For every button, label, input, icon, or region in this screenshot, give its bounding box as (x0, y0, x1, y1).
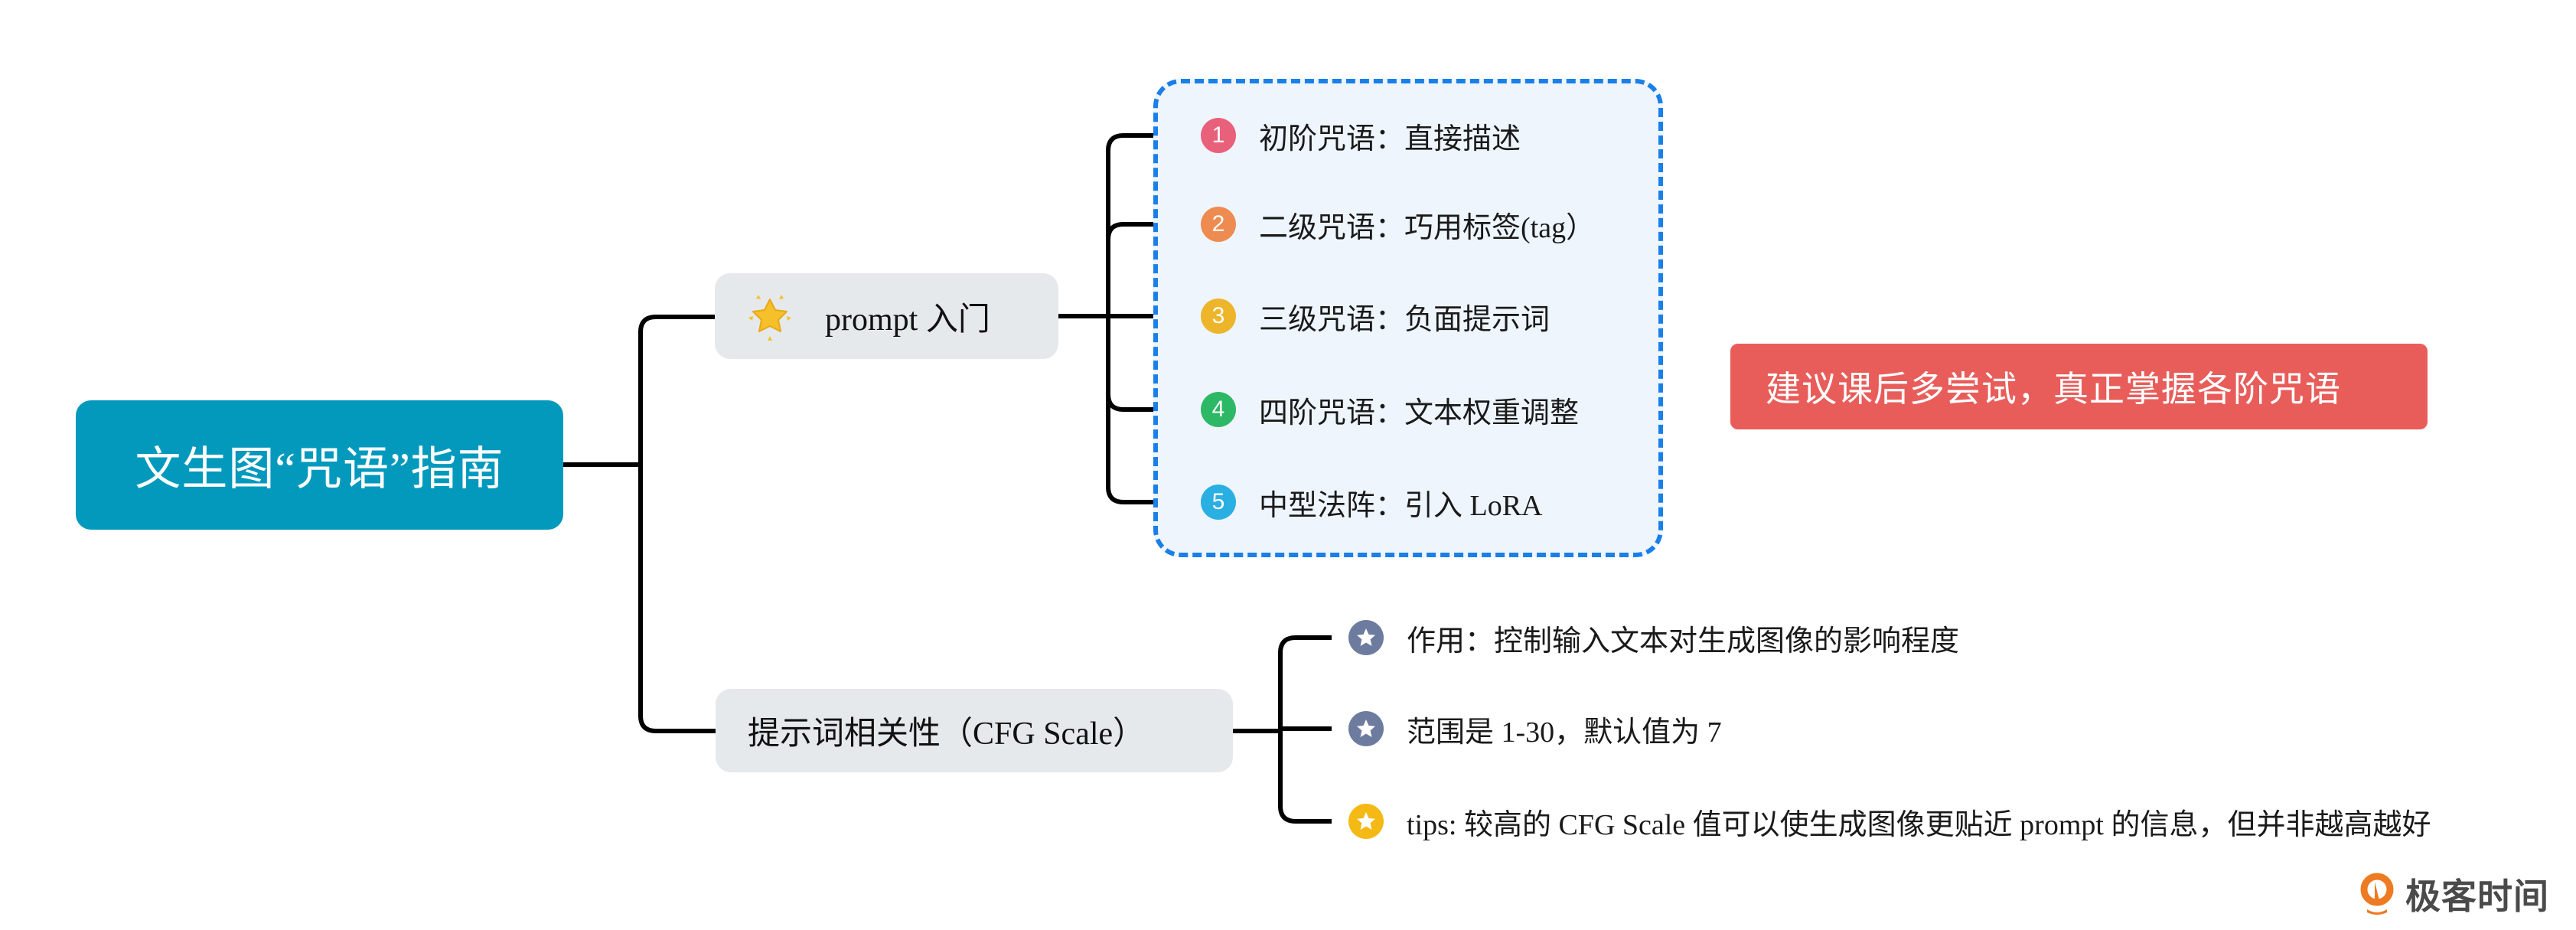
number-3-icon: 3 (1201, 299, 1236, 334)
list-item[interactable]: 范围是 1-30，默认值为 7 (1348, 706, 1722, 752)
branch-cfg-node[interactable]: 提示词相关性（CFG Scale） (716, 689, 1233, 772)
sparkling-star-icon (748, 295, 791, 341)
branch-prompt-label: prompt 入门 (825, 302, 990, 338)
branch-cfg-label: 提示词相关性（CFG Scale） (748, 716, 1146, 752)
list-item[interactable]: 5 中型法阵：引入 LoRA (1201, 479, 1543, 525)
list-item[interactable]: 2 二级咒语：巧用标签(tag） (1201, 201, 1595, 247)
list-item[interactable]: tips: 较高的 CFG Scale 值可以使生成图像更贴近 prompt 的… (1348, 798, 2431, 844)
star-badge-icon (1348, 711, 1384, 746)
item-label: 二级咒语：巧用标签(tag） (1259, 211, 1596, 244)
brand-logo: 极客时间 (2359, 869, 2549, 919)
connector-prompt-spine (1106, 133, 1124, 504)
connector-item-2 (1106, 222, 1124, 240)
item-label: 中型法阵：引入 LoRA (1259, 489, 1543, 522)
number-5-icon: 5 (1201, 485, 1236, 520)
item-label: tips: 较高的 CFG Scale 值可以使生成图像更贴近 prompt 的… (1407, 808, 2431, 841)
number-1-icon: 1 (1201, 118, 1236, 153)
star-badge-icon (1348, 620, 1384, 655)
geektime-logo-icon (2360, 873, 2394, 915)
list-item[interactable]: 4 四阶咒语：文本权重调整 (1201, 387, 1579, 432)
list-item[interactable]: 作用：控制输入文本对生成图像的影响程度 (1348, 615, 1959, 661)
root-node[interactable]: 文生图“咒语”指南 (76, 400, 563, 530)
item-label: 范围是 1-30，默认值为 7 (1407, 716, 1722, 749)
item-label: 作用：控制输入文本对生成图像的影响程度 (1407, 625, 1960, 658)
root-title: 文生图“咒语”指南 (135, 444, 504, 494)
item-label: 三级咒语：负面提示词 (1259, 303, 1550, 336)
item-label: 四阶咒语：文本权重调整 (1259, 396, 1580, 429)
connector-root-prompt (638, 315, 657, 733)
branch-prompt-node[interactable]: prompt 入门 (715, 273, 1058, 359)
number-4-icon: 4 (1201, 392, 1236, 427)
list-item[interactable]: 3 三级咒语：负面提示词 (1201, 293, 1550, 339)
prompt-levels-group (1153, 79, 1663, 557)
note-text: 建议课后多尝试，真正掌握各阶咒语 (1766, 370, 2341, 409)
item-label: 初阶咒语：直接描述 (1259, 122, 1521, 155)
number-2-icon: 2 (1201, 207, 1236, 242)
star-badge-icon (1348, 804, 1384, 839)
brand-logo-text: 极客时间 (2405, 876, 2549, 917)
list-item[interactable]: 1 初阶咒语：直接描述 (1201, 113, 1521, 158)
note-callout[interactable]: 建议课后多尝试，真正掌握各阶咒语 (1730, 344, 2428, 429)
connector-item-4 (1106, 393, 1179, 412)
